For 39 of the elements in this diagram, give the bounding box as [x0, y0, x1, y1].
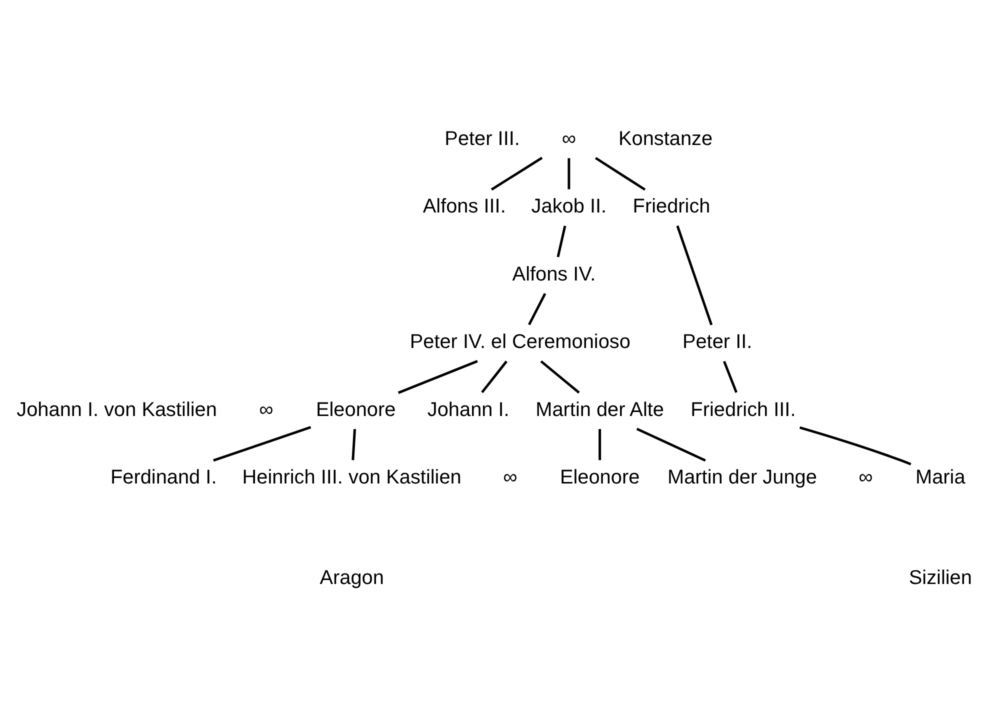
- connector: [398, 360, 478, 394]
- connector: [568, 158, 570, 189]
- node-text: Martin der Alte: [536, 398, 664, 420]
- label: Sizilien: [908, 566, 972, 589]
- node-text: ∞: [562, 127, 576, 150]
- label: ∞: [858, 466, 873, 488]
- connector: [481, 360, 508, 393]
- node-text: Martin der Junge: [668, 466, 817, 488]
- node-text: Friedrich III.: [690, 398, 796, 420]
- node-text: Johann I.: [427, 398, 510, 420]
- node-text: Peter IV. el Ceremonioso: [410, 330, 630, 353]
- node-text: Peter II.: [682, 330, 752, 353]
- connector: [636, 427, 706, 462]
- node-text: Alfons IV.: [512, 262, 596, 285]
- node-text: Peter III.: [444, 127, 520, 150]
- connector: [799, 426, 912, 465]
- connector: [594, 156, 646, 190]
- node-text: Eleonore: [560, 466, 640, 488]
- label: ∞: [503, 466, 518, 488]
- connector: [722, 360, 738, 392]
- connector: [556, 225, 566, 257]
- node-text: Alfons III.: [422, 195, 506, 218]
- connector: [598, 428, 602, 460]
- node-text: Maria: [916, 466, 966, 488]
- node-text: Eleonore: [316, 398, 396, 420]
- connector: [490, 156, 543, 190]
- node-text: Jakob II.: [531, 195, 607, 218]
- node-text: Konstanze: [618, 127, 713, 150]
- connector: [352, 428, 356, 460]
- connector: [213, 426, 312, 462]
- connector: [676, 224, 713, 325]
- node-text: Heinrich III. von Kastilien: [242, 466, 462, 488]
- label: Aragon: [320, 566, 384, 589]
- node-text: Johann I. von Kastilien: [16, 398, 217, 420]
- label: ∞: [259, 398, 274, 420]
- connector: [540, 360, 580, 394]
- connector: [528, 292, 546, 325]
- node-text: Ferdinand I.: [110, 466, 217, 488]
- node-text: Friedrich: [632, 195, 710, 218]
